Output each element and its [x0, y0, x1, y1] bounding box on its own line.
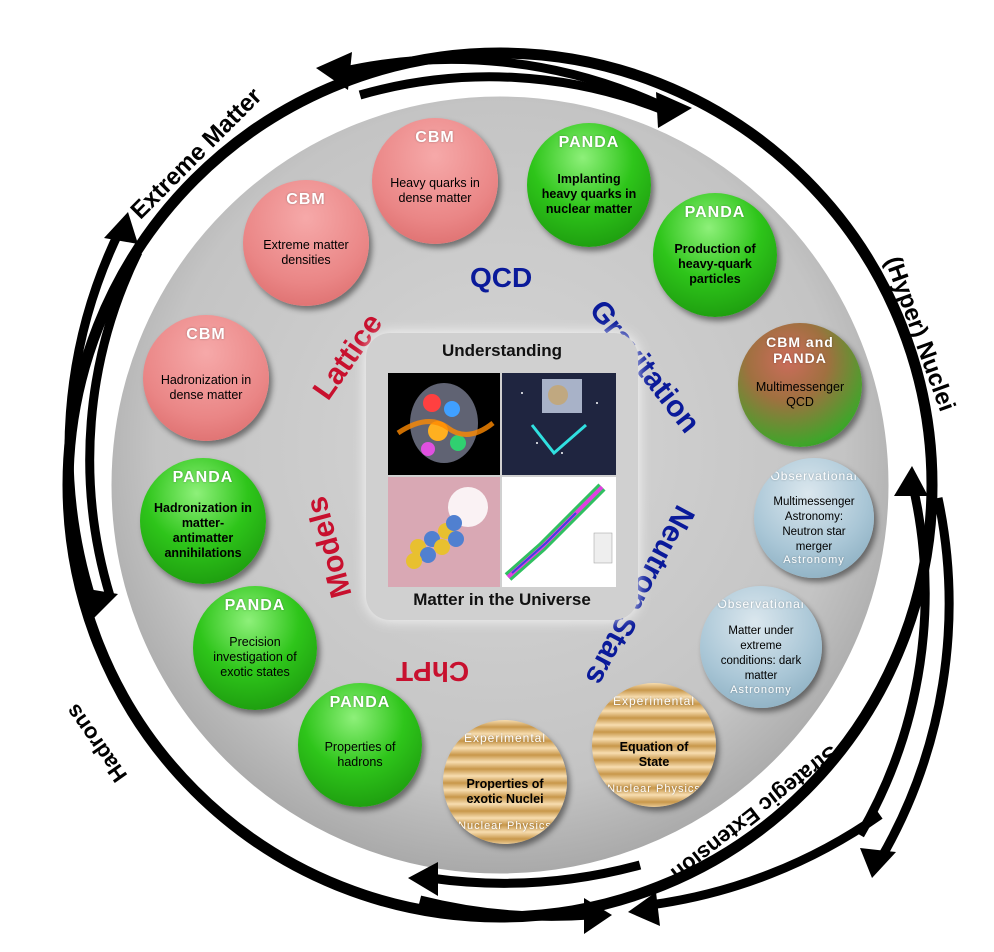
bubble-text: Properties of hadrons [324, 739, 396, 769]
bubble-tag: PANDA [224, 597, 286, 615]
bubble-dark-matter: Observational Matter under extreme condi… [700, 586, 822, 708]
bubble-hadronization-dense: CBM Hadronization in dense matter [143, 315, 269, 441]
bubble-text: Heavy quarks in dense matter [390, 176, 480, 206]
nuclear-chart-image [502, 477, 616, 587]
bottom-arrow-upper [429, 860, 642, 888]
bubble-tag: CBM and PANDA [766, 334, 834, 367]
bubble-tag: PANDA [172, 469, 234, 487]
bubble-tag-bottom: Nuclear Physics [458, 819, 552, 832]
bubble-tag: Observational [717, 596, 805, 611]
bubble-text: Properties of exotic Nuclei [466, 776, 544, 806]
bottom-right-arrow [649, 811, 883, 910]
bubble-properties-hadrons: PANDA Properties of hadrons [298, 683, 422, 807]
bubble-multimessenger-qcd: CBM and PANDA Multimessenger QCD [738, 323, 862, 447]
bubble-tag-bottom: Nuclear Physics [607, 782, 701, 795]
bubble-production: PANDA Production of heavy-quark particle… [653, 193, 777, 317]
bubble-tag: PANDA [558, 134, 620, 152]
bubble-exotic-states: PANDA Precision investigation of exotic … [193, 586, 317, 710]
center-title-bottom: Matter in the Universe [413, 590, 591, 609]
top-arrow-lower [358, 72, 670, 117]
nucleus-image [388, 477, 500, 587]
bubble-text: Matter under extreme conditions: dark ma… [720, 625, 802, 683]
bubble-tag: PANDA [684, 204, 746, 222]
left-arrow-inner [85, 250, 143, 598]
bubble-text: Equation of State [619, 739, 689, 769]
bubble-text: Hadronization in matter-antimatter annih… [154, 501, 252, 561]
bubble-exotic-nuclei: Experimental Properties of exotic Nuclei… [443, 720, 567, 844]
center-title-top: Understanding [442, 341, 562, 360]
bubble-tag: Experimental [612, 694, 696, 709]
top-arrow-upper [338, 54, 662, 110]
right-arrow-inner [876, 497, 954, 863]
bubble-equation-of-state: Experimental Equation of State Nuclear P… [592, 683, 716, 807]
bubble-heavy-quarks: CBM Heavy quarks in dense matter [372, 118, 498, 244]
bubble-implanting: PANDA Implanting heavy quarks in nuclear… [527, 123, 651, 247]
left-arrow-outer [64, 228, 125, 602]
bubble-extreme-densities: CBM Extreme matter densities [243, 180, 369, 306]
bubble-annihilations: PANDA Hadronization in matter-antimatter… [140, 458, 266, 584]
bubble-text: Implanting heavy quarks in nuclear matte… [541, 172, 637, 217]
starfield-image [502, 373, 616, 475]
bubble-tag: Observational [770, 468, 858, 483]
bubble-tag: CBM [415, 129, 455, 147]
bubble-text: Extreme matter densities [263, 238, 349, 268]
bottom-arrow-lower [418, 895, 591, 921]
bubble-tag: PANDA [329, 694, 391, 712]
bubble-tag-bottom: Astronomy [730, 683, 792, 696]
bubble-text: Hadronization in dense matter [160, 373, 252, 403]
bubble-text: Multimessenger QCD [755, 379, 845, 409]
bubble-tag: CBM [286, 191, 326, 209]
bubble-text: Multimessenger Astronomy: Neutron star m… [773, 496, 855, 554]
label-chpt: ChPT [396, 656, 470, 687]
right-arrow-outer [856, 480, 930, 838]
label-qcd: QCD [470, 262, 533, 293]
proton-image [388, 373, 500, 475]
bubble-tag-bottom: Astronomy [783, 554, 845, 566]
bubble-text: Precision investigation of exotic states [213, 635, 297, 680]
bubble-tag: CBM [186, 326, 226, 344]
center-panel: Understanding [366, 333, 638, 620]
bubble-text: Production of heavy-quark particles [674, 242, 756, 287]
bubble-tag: Experimental [463, 731, 547, 746]
bubble-neutron-star-merger: Observational Multimessenger Astronomy: … [754, 458, 874, 578]
